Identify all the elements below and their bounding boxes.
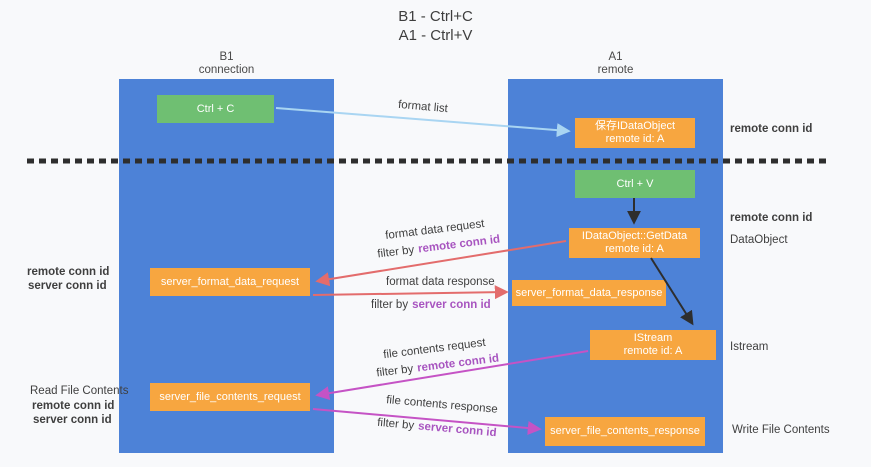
ctrl-v-label: Ctrl + V: [616, 177, 654, 190]
getdata-title: IDataObject::GetData: [581, 230, 688, 242]
diagram-title: B1 - Ctrl+C A1 - Ctrl+V: [0, 7, 871, 45]
remote-conn-id-annotation-top: remote conn id: [730, 123, 813, 135]
ctrl-c-box: Ctrl + C: [157, 95, 274, 123]
title-line-2: A1 - Ctrl+V: [398, 27, 473, 44]
read-file-contents-annotation: Read File Contents: [30, 385, 129, 397]
istream-box: IStream remote id: A: [590, 330, 716, 360]
istream-subtitle: remote id: A: [623, 345, 683, 357]
server-format-data-request-box: server_format_data_request: [150, 268, 310, 296]
server-conn-id-text: server conn id: [412, 299, 491, 311]
save-idataobject-title: 保存IDataObject: [594, 120, 676, 132]
server-format-data-request-label: server_format_data_request: [160, 275, 300, 288]
remote-conn-id-text: remote conn id: [416, 352, 500, 375]
title-line-1: B1 - Ctrl+C: [398, 8, 473, 25]
lane-header-a1: A1 remote: [508, 51, 723, 77]
server-conn-id-text: server conn id: [417, 420, 497, 440]
server-file-contents-request-label: server_file_contents_request: [159, 390, 301, 403]
idataobject-getdata-box: IDataObject::GetData remote id: A: [569, 228, 700, 258]
write-file-contents-annotation: Write File Contents: [732, 424, 830, 436]
filter-by-text: filter by: [376, 416, 415, 432]
filter-by-text: filter by: [375, 363, 414, 380]
remote-conn-id-annotation-left-1: remote conn id: [27, 266, 110, 278]
server-conn-id-annotation-left-1: server conn id: [28, 280, 107, 292]
save-idataobject-subtitle: remote id: A: [605, 133, 665, 145]
server-format-data-response-label: server_format_data_response: [515, 286, 663, 299]
server-file-contents-request-box: server_file_contents_request: [150, 383, 310, 411]
file-contents-response-label: file contents response: [385, 394, 499, 416]
server-file-contents-response-box: server_file_contents_response: [545, 417, 705, 446]
dataobject-annotation: DataObject: [730, 234, 788, 246]
getdata-subtitle: remote id: A: [605, 243, 664, 255]
remote-conn-id-annotation-left-2: remote conn id: [32, 400, 115, 412]
filter-by-text: filter by: [376, 244, 415, 261]
lane-b1-name: B1: [219, 51, 234, 63]
istream-title: IStream: [633, 332, 673, 344]
istream-annotation: Istream: [730, 341, 769, 353]
server-file-contents-response-label: server_file_contents_response: [550, 425, 700, 437]
ctrl-c-label: Ctrl + C: [196, 102, 235, 115]
filter-by-text: filter by: [371, 299, 409, 311]
format-data-response-label: format data response: [386, 276, 495, 288]
save-idataobject-box: 保存IDataObject remote id: A: [575, 118, 695, 148]
ctrl-v-box: Ctrl + V: [575, 170, 695, 198]
server-conn-id-annotation-left-2: server conn id: [33, 414, 112, 426]
remote-conn-id-text: remote conn id: [417, 233, 501, 256]
remote-conn-id-annotation-mid: remote conn id: [730, 212, 813, 224]
lane-a1-name: A1: [608, 51, 623, 63]
lane-header-b1: B1 connection: [119, 51, 334, 77]
server-format-data-response-box: server_format_data_response: [512, 280, 666, 306]
format-list-label: format list: [397, 98, 449, 116]
lane-b1-role: connection: [198, 64, 255, 76]
format-data-response-arrow: [312, 285, 509, 300]
lane-a1-role: remote: [597, 64, 634, 76]
